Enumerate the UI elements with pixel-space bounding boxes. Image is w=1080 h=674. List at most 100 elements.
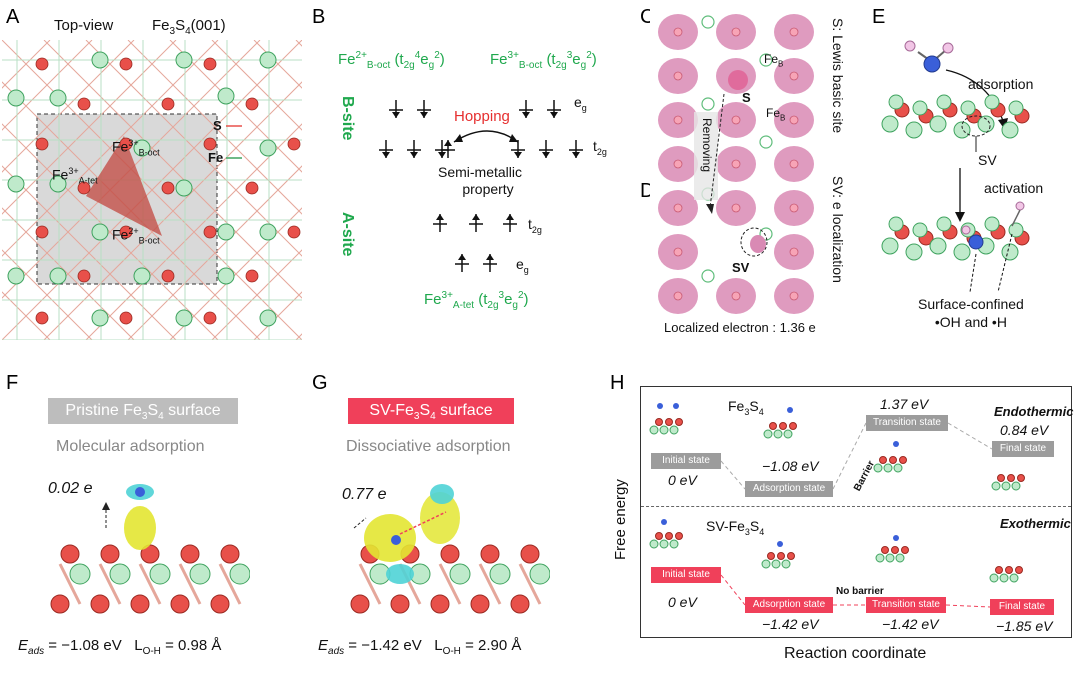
- fe-atom: [999, 573, 1009, 583]
- s-atom: [470, 594, 490, 614]
- s-atom: [77, 97, 91, 111]
- fe-atom: [1011, 481, 1021, 491]
- fe-atom: [229, 563, 250, 585]
- e-confined-label: Surface-confined•OH and •H: [918, 296, 1024, 330]
- o-atom: [135, 487, 145, 497]
- bond-line: [169, 207, 302, 340]
- g-mode: Dissociative adsorption: [346, 438, 511, 455]
- s-atom: [480, 544, 500, 564]
- s-atom: [665, 418, 673, 426]
- charge-lobe: [420, 492, 460, 544]
- fe-atom: [936, 216, 952, 232]
- spin-up-head: [444, 140, 452, 146]
- fe-atom: [217, 87, 235, 105]
- panel-label-a: A: [6, 6, 20, 28]
- s-atom: [203, 225, 217, 239]
- d-localized-label: Localized electron : 1.36 e: [664, 320, 816, 335]
- s-atom: [1007, 474, 1015, 482]
- spin-down-head: [550, 112, 558, 118]
- fe-atom: [489, 563, 511, 585]
- s-atom: [161, 97, 175, 111]
- panel-label-e: E: [872, 6, 886, 28]
- panel-label-f: F: [6, 372, 19, 394]
- s-atom: [891, 546, 899, 554]
- o-atom: [661, 519, 667, 525]
- bond: [358, 563, 382, 605]
- fe-atom: [888, 94, 904, 110]
- s-site: [673, 71, 683, 81]
- fe-atom: [1001, 243, 1019, 261]
- fe-atom: [7, 175, 25, 193]
- s-atom: [119, 57, 133, 71]
- bond: [218, 563, 242, 605]
- d-sv-label: SV: [732, 260, 750, 275]
- s-site: [673, 27, 683, 37]
- fe-atom: [960, 100, 976, 116]
- fe-atom: [905, 121, 923, 139]
- fe-atom: [175, 309, 193, 327]
- fe-atom: [912, 100, 928, 116]
- bottom-connector: [720, 574, 746, 606]
- charge-lobe: [124, 506, 156, 550]
- charge-lobe: [364, 514, 416, 562]
- e-adsorption-label: adsorption: [968, 76, 1034, 92]
- c-feb2-label: FeB: [766, 106, 786, 123]
- s-site: [789, 27, 799, 37]
- s-site: [731, 27, 741, 37]
- fe-atom: [69, 563, 91, 585]
- fe-atom: [49, 267, 67, 285]
- o-atom: [893, 441, 899, 447]
- s-atom: [130, 594, 150, 614]
- fe-atom: [895, 553, 905, 563]
- hopping-label: Hopping: [454, 108, 510, 125]
- f-banner: Pristine Fe3S4 surface: [48, 398, 238, 424]
- fe-atom: [217, 267, 235, 285]
- fe-atom: [881, 115, 899, 133]
- h-no-barrier: No barrier: [836, 586, 884, 597]
- g-banner: SV-Fe3S4 surface: [348, 398, 514, 424]
- c-side-label: S: Lewis basic site: [830, 18, 846, 134]
- h-xaxis-label: Reaction coordinate: [784, 645, 927, 662]
- s-atom: [161, 181, 175, 195]
- fe-atom: [175, 179, 193, 197]
- label-fe3-atet: Fe3+A-tet: [52, 166, 98, 186]
- top-connector: [832, 422, 867, 490]
- bond-line: [127, 165, 302, 340]
- h-bot-state-2: Transition state: [866, 597, 946, 613]
- spin-up-head: [458, 254, 466, 260]
- s-atom: [203, 311, 217, 325]
- fe-atom: [669, 425, 679, 435]
- orbital-diagram: [379, 100, 583, 272]
- bond: [138, 563, 162, 605]
- s-atom: [655, 418, 663, 426]
- b-right-ion: Fe3+B-oct (t2g3eg2): [490, 50, 597, 71]
- s-atom: [787, 552, 795, 560]
- fe-atom: [912, 222, 928, 238]
- fe-atom: [984, 94, 1000, 110]
- spin-down-head: [382, 152, 390, 158]
- hopping-head-left: [454, 134, 463, 142]
- bond-line: [211, 40, 302, 131]
- label-fe3-boct: Fe3+B-oct: [112, 138, 160, 158]
- fe-atom: [659, 425, 669, 435]
- fe-atom: [773, 429, 783, 439]
- fe-atom: [649, 425, 659, 435]
- h-top-value-3: 0.84 eV: [1000, 422, 1049, 438]
- s-atom: [997, 474, 1005, 482]
- fe-atom: [885, 553, 895, 563]
- a-eg-label: eg: [516, 256, 529, 275]
- h-top-value-0: 0 eV: [668, 472, 697, 488]
- vacancy-ring: [740, 227, 768, 257]
- s-atom: [655, 532, 663, 540]
- hopping-arc: [453, 130, 519, 143]
- fe-atom: [259, 139, 277, 157]
- fe-atom: [649, 539, 659, 549]
- charge-arrow-head: [102, 502, 110, 510]
- s-site: [731, 203, 741, 213]
- h-bot-title: SV-Fe3S4: [706, 518, 765, 537]
- bond-line: [2, 249, 93, 340]
- fe-atom: [133, 139, 151, 157]
- h-atom: [904, 40, 916, 52]
- adsorption-scheme: [881, 40, 1030, 293]
